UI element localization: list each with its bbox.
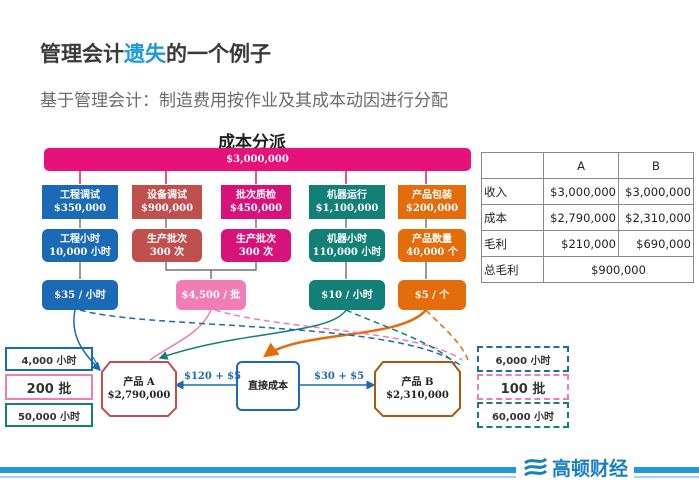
rate-engineering: $35 / 小时 — [42, 280, 118, 310]
total-profit-value: $900,000 — [543, 256, 694, 283]
direct-cost-box: 直接成本 — [236, 361, 300, 411]
row-label: 成本 — [481, 204, 544, 231]
cell-b: $3,000,000 — [618, 178, 694, 205]
row-label: 毛利 — [481, 230, 544, 257]
product-a: 产品 A$2,790,000 — [107, 377, 171, 401]
product-a-engineering-hours: 4,000 小时 — [5, 347, 93, 371]
row-label: 总毛利 — [481, 256, 544, 283]
footer-bar-thin — [0, 476, 699, 478]
footer-bar — [0, 467, 699, 473]
product-b-shape — [374, 361, 461, 417]
page-title: 管理会计遗失的一个例子 — [40, 42, 271, 66]
cell-a: $210,000 — [543, 230, 619, 257]
activity-equipment-setup: 设备调试$900,000 — [132, 185, 202, 219]
activity-packaging: 产品包装$200,000 — [398, 185, 466, 219]
table-row-total: 总毛利 $900,000 — [481, 256, 694, 283]
table-header-cell: A — [543, 152, 619, 179]
cell-b: $690,000 — [618, 230, 694, 257]
cell-a: $2,790,000 — [543, 204, 619, 231]
rate-machine: $10 / 小时 — [309, 280, 385, 310]
product-a-shape — [101, 361, 177, 417]
profit-table: A B 收入 $3,000,000 $3,000,000 成本 $2,790,0… — [481, 152, 694, 283]
rate-batch: $4,500 / 批 — [176, 280, 246, 310]
page-subtitle: 基于管理会计：制造费用按作业及其成本动因进行分配 — [40, 91, 448, 111]
product-b: 产品 B$2,310,000 — [386, 377, 449, 401]
activity-batch-inspection: 批次质检$450,000 — [221, 185, 291, 219]
brand-logo: 高顿财经 — [516, 452, 635, 482]
table-row: 毛利 $210,000 $690,000 — [481, 230, 694, 257]
row-label: 收入 — [481, 178, 544, 205]
rate-packaging: $5 / 个 — [398, 280, 466, 310]
activity-machine-run: 机器运行$1,100,000 — [309, 185, 385, 219]
product-b-engineering-hours: 6,000 小时 — [477, 346, 569, 372]
cell-b: $2,310,000 — [618, 204, 694, 231]
logo-text: 高顿财经 — [552, 457, 629, 480]
table-header-cell — [481, 152, 544, 179]
table-header-row: A B — [481, 152, 694, 179]
flow-label-b: $30 + $5 — [314, 371, 365, 382]
table-header-cell: B — [618, 152, 694, 179]
total-overhead-bar: $3,000,000 — [44, 148, 471, 171]
cell-a: $3,000,000 — [543, 178, 619, 205]
activity-engineering: 工程调试$350,000 — [42, 185, 118, 219]
product-a-machine-hours: 50,000 小时 — [5, 403, 93, 427]
table-row: 收入 $3,000,000 $3,000,000 — [481, 178, 694, 205]
table-row: 成本 $2,790,000 $2,310,000 — [481, 204, 694, 231]
product-b-machine-hours: 60,000 小时 — [477, 402, 569, 428]
product-b-batches: 100 批 — [477, 374, 569, 400]
logo-mark-icon — [524, 457, 548, 477]
flow-label-a: $120 + $5 — [184, 371, 242, 382]
product-a-batches: 200 批 — [5, 374, 93, 400]
